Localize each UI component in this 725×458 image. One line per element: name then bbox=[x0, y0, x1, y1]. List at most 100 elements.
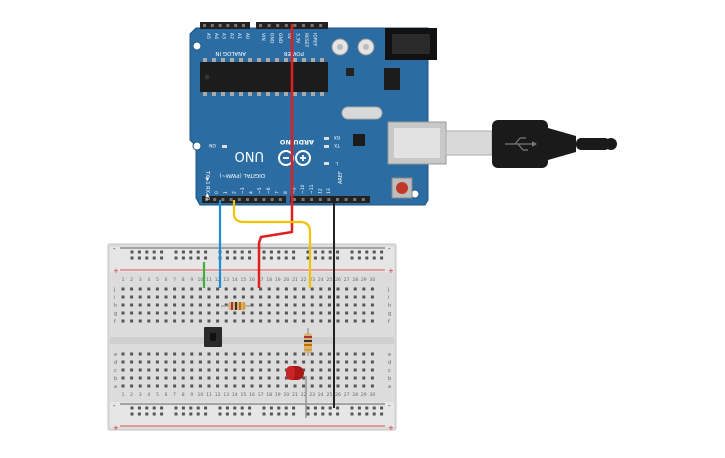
aref-label: AREF bbox=[338, 171, 344, 184]
row-letter: b bbox=[388, 376, 391, 382]
breadboard-hole bbox=[181, 295, 185, 299]
rail-hole bbox=[189, 256, 193, 260]
breadboard-hole bbox=[207, 384, 211, 388]
chip-pin bbox=[275, 92, 279, 96]
breadboard-hole bbox=[345, 384, 349, 388]
breadboard-hole bbox=[319, 360, 323, 364]
top-power-rail bbox=[110, 247, 394, 272]
breadboard-hole bbox=[336, 311, 340, 315]
breadboard-hole bbox=[164, 303, 168, 307]
breadboard[interactable]: - + - + - + - + 112233445566778899101011… bbox=[107, 243, 397, 432]
header-pin bbox=[344, 198, 348, 201]
breadboard-hole bbox=[147, 311, 151, 315]
breadboard-hole bbox=[173, 368, 177, 372]
push-button[interactable] bbox=[204, 327, 222, 347]
center-channel bbox=[110, 337, 394, 344]
breadboard-hole bbox=[250, 376, 254, 380]
breadboard-hole bbox=[284, 295, 288, 299]
column-number-bottom: 19 bbox=[275, 392, 281, 398]
usb-cable[interactable] bbox=[445, 120, 617, 168]
breadboard-hole bbox=[130, 303, 134, 307]
column-number-bottom: 26 bbox=[335, 392, 341, 398]
breadboard-hole bbox=[216, 303, 220, 307]
breadboard-hole bbox=[198, 319, 202, 323]
column-number-top: 18 bbox=[266, 277, 272, 283]
breadboard-hole bbox=[241, 360, 245, 364]
column-number-bottom: 2 bbox=[130, 392, 133, 398]
breadboard-hole bbox=[233, 287, 237, 291]
header-pin bbox=[293, 198, 296, 201]
breadboard-hole bbox=[207, 368, 211, 372]
breadboard-hole bbox=[327, 384, 331, 388]
column-number-top: 13 bbox=[223, 277, 229, 283]
wire-yellow-pin3[interactable] bbox=[232, 200, 312, 288]
wires[interactable] bbox=[202, 24, 335, 418]
breadboard-hole bbox=[345, 352, 349, 356]
breadboard-hole bbox=[181, 368, 185, 372]
breadboard-hole bbox=[181, 376, 185, 380]
chip-pin bbox=[293, 58, 297, 62]
breadboard-hole bbox=[224, 319, 228, 323]
breadboard-hole bbox=[276, 352, 280, 356]
breadboard-hole bbox=[173, 360, 177, 364]
reset-button-cap[interactable] bbox=[396, 182, 408, 194]
chip-pin bbox=[248, 92, 252, 96]
breadboard-hole bbox=[241, 319, 245, 323]
column-number-bottom: 5 bbox=[156, 392, 159, 398]
resistor-vertical[interactable] bbox=[304, 328, 312, 356]
row-letter: d bbox=[114, 360, 117, 366]
breadboard-hole bbox=[276, 376, 280, 380]
breadboard-hole bbox=[233, 311, 237, 315]
row-letter: h bbox=[114, 303, 117, 309]
rail-hole bbox=[357, 250, 361, 254]
breadboard-labels: 1122334455667788991010111112121313141415… bbox=[113, 277, 391, 398]
breadboard-hole bbox=[370, 384, 374, 388]
rail-hole bbox=[350, 412, 354, 416]
breadboard-hole bbox=[147, 376, 151, 380]
rail-hole bbox=[262, 406, 266, 410]
breadboard-hole bbox=[207, 303, 211, 307]
column-number-bottom: 20 bbox=[284, 392, 290, 398]
header-pins bbox=[203, 24, 365, 201]
breadboard-hole bbox=[130, 295, 134, 299]
chip-pin bbox=[320, 58, 324, 62]
row-letter: d bbox=[388, 360, 391, 366]
rail-hole bbox=[160, 412, 164, 416]
usb-plug-metal bbox=[445, 130, 493, 156]
breadboard-hole bbox=[293, 311, 297, 315]
breadboard-hole bbox=[370, 287, 374, 291]
breadboard-hole bbox=[319, 287, 323, 291]
tx-rx-label: TX▶1 RX◀0 bbox=[204, 170, 210, 200]
breadboard-hole bbox=[130, 368, 134, 372]
red-led[interactable] bbox=[286, 366, 304, 380]
breadboard-hole bbox=[138, 311, 142, 315]
breadboard-hole bbox=[250, 360, 254, 364]
breadboard-hole bbox=[370, 360, 374, 364]
breadboard-hole bbox=[155, 295, 159, 299]
column-number-bottom: 9 bbox=[190, 392, 193, 398]
rail-hole bbox=[204, 406, 208, 410]
breadboard-hole bbox=[224, 384, 228, 388]
breadboard-hole bbox=[302, 295, 306, 299]
resistor-horizontal[interactable] bbox=[221, 302, 250, 310]
breadboard-hole bbox=[190, 319, 194, 323]
breadboard-hole bbox=[327, 360, 331, 364]
digital-pin-label: ~9 bbox=[292, 187, 298, 194]
header-pin bbox=[254, 198, 258, 201]
rail-hole bbox=[262, 250, 266, 254]
breadboard-hole bbox=[190, 384, 194, 388]
breadboard-hole bbox=[250, 352, 254, 356]
breadboard-hole bbox=[224, 352, 228, 356]
breadboard-hole bbox=[362, 376, 366, 380]
rail-hole bbox=[380, 412, 384, 416]
breadboard-hole bbox=[121, 287, 125, 291]
chip-pin bbox=[275, 58, 279, 62]
chip-pins bbox=[203, 58, 324, 96]
wire-red-5v[interactable] bbox=[257, 24, 294, 288]
breadboard-hole bbox=[138, 352, 142, 356]
header-pin bbox=[327, 198, 331, 201]
chip-pin bbox=[239, 92, 243, 96]
column-number-bottom: 11 bbox=[206, 392, 212, 398]
